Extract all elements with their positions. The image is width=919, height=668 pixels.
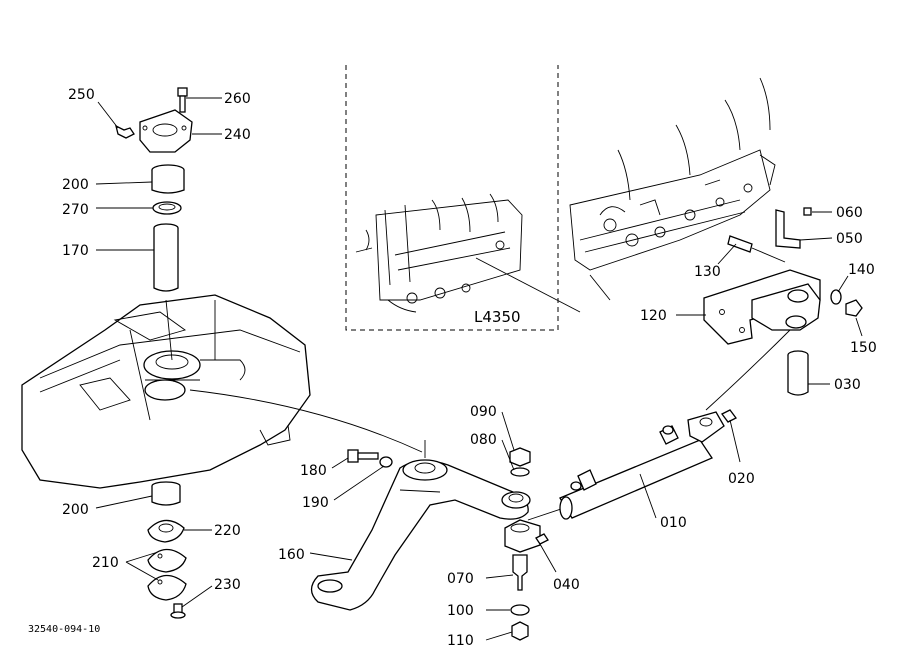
callout-160: 160 bbox=[278, 547, 305, 563]
inset-l4350: L4350 bbox=[345, 65, 559, 331]
bushing-200-bottom bbox=[151, 486, 181, 506]
engine-block bbox=[569, 77, 776, 301]
washer-100 bbox=[510, 604, 530, 616]
cap-240 bbox=[139, 109, 193, 153]
callout-240: 240 bbox=[224, 127, 251, 143]
kingpin-170 bbox=[153, 228, 179, 292]
callout-100: 100 bbox=[447, 603, 474, 619]
callout-090: 090 bbox=[470, 404, 497, 420]
bushing-200-top bbox=[151, 170, 185, 194]
callout-060: 060 bbox=[836, 205, 863, 221]
knuckle-arm-160 bbox=[310, 440, 531, 611]
bolt-180 bbox=[347, 449, 379, 463]
steering-cylinder-010 bbox=[527, 411, 725, 521]
kingpin-assembly bbox=[115, 87, 193, 619]
callout-040: 040 bbox=[553, 577, 580, 593]
axis-line-bracket-cylinder bbox=[705, 329, 791, 411]
callout-200-bottom: 200 bbox=[62, 502, 89, 518]
bolt-260 bbox=[177, 87, 188, 97]
callout-020: 020 bbox=[728, 471, 755, 487]
inset-label: L4350 bbox=[474, 308, 521, 326]
callout-030: 030 bbox=[834, 377, 861, 393]
inset-connector-line bbox=[475, 257, 581, 313]
shim-220 bbox=[147, 519, 185, 543]
callout-070: 070 bbox=[447, 571, 474, 587]
axle-housing bbox=[21, 294, 311, 489]
callout-200-top: 200 bbox=[62, 177, 89, 193]
callout-010: 010 bbox=[660, 515, 687, 531]
bracket-120 bbox=[703, 269, 821, 345]
washer-140 bbox=[830, 289, 842, 305]
callout-250: 250 bbox=[68, 87, 95, 103]
clip-040 bbox=[535, 533, 549, 545]
stud-130 bbox=[727, 235, 753, 253]
nut-150 bbox=[845, 299, 863, 317]
bracket-050 bbox=[775, 209, 801, 249]
callout-140: 140 bbox=[848, 262, 875, 278]
nut-110 bbox=[511, 621, 529, 641]
pin-030 bbox=[787, 355, 809, 396]
leader-lines bbox=[95, 97, 863, 641]
callout-130: 130 bbox=[694, 264, 721, 280]
grease-nipple-250 bbox=[115, 124, 135, 139]
ball-stud-070 bbox=[512, 554, 528, 591]
nut-090 bbox=[509, 447, 531, 467]
clip-020 bbox=[721, 409, 737, 423]
washer-080 bbox=[510, 467, 530, 477]
callout-230: 230 bbox=[214, 577, 241, 593]
callout-260: 260 bbox=[224, 91, 251, 107]
shim-210a bbox=[147, 548, 187, 573]
callout-050: 050 bbox=[836, 231, 863, 247]
document-reference: 32540-094-10 bbox=[28, 624, 100, 635]
callout-080: 080 bbox=[470, 432, 497, 448]
callout-150: 150 bbox=[850, 340, 877, 356]
callout-270: 270 bbox=[62, 202, 89, 218]
washer-190 bbox=[379, 456, 393, 468]
callout-170: 170 bbox=[62, 243, 89, 259]
bolt-060 bbox=[803, 207, 812, 216]
callouts: 250 260 240 200 270 170 200 220 210 230 … bbox=[62, 87, 877, 649]
shim-210b bbox=[147, 574, 187, 601]
callout-110: 110 bbox=[447, 633, 474, 649]
callout-190: 190 bbox=[302, 495, 329, 511]
callout-210: 210 bbox=[92, 555, 119, 571]
callout-120: 120 bbox=[640, 308, 667, 324]
axis-line-housing-arm bbox=[189, 389, 423, 453]
rod-end bbox=[504, 519, 541, 641]
callout-220: 220 bbox=[214, 523, 241, 539]
callout-180: 180 bbox=[300, 463, 327, 479]
